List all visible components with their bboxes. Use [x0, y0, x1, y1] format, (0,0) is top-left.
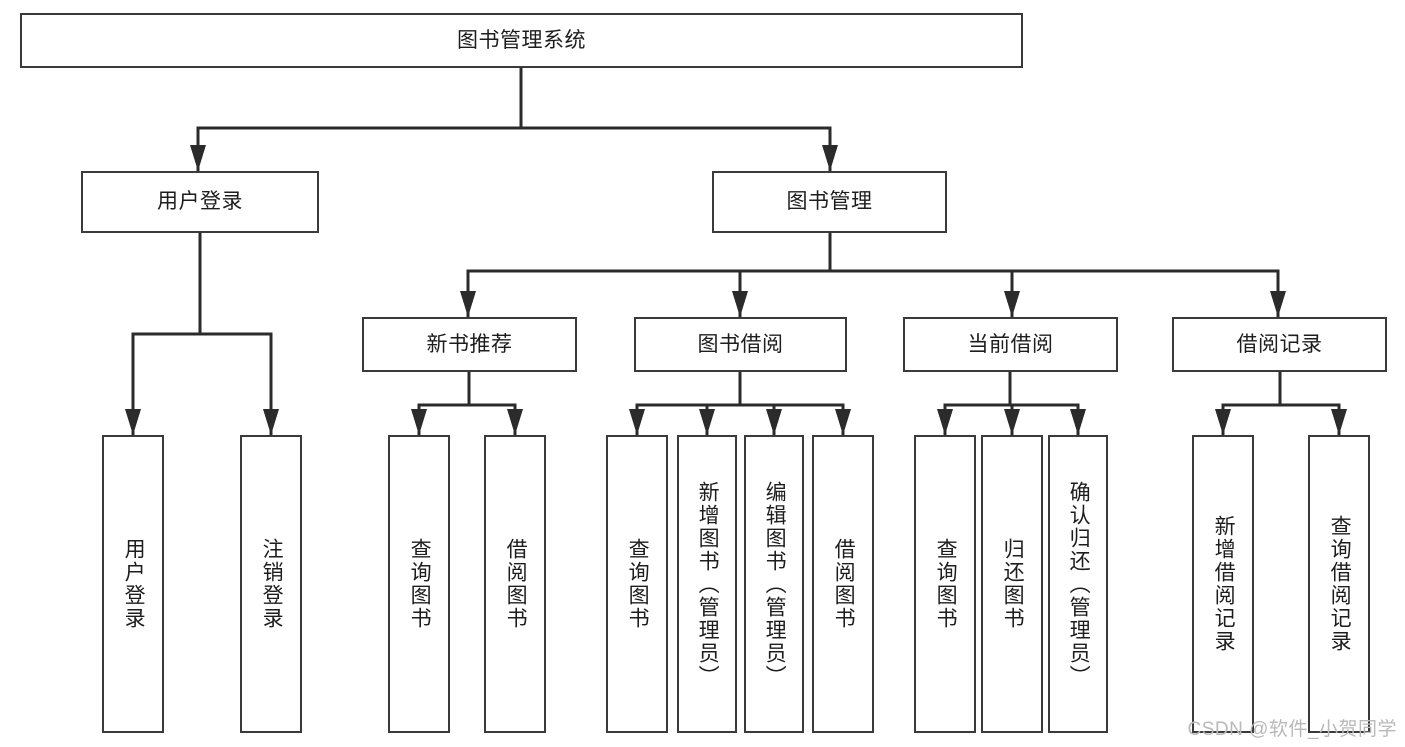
node-label-leaf-borrow-book-2: 借阅图书 — [832, 538, 856, 630]
node-label-leaf-borrow-book-1: 借阅图书 — [504, 538, 528, 630]
node-leaf-query-borrow-record[interactable]: 查询借阅记录 — [1308, 435, 1370, 733]
arrow-head-current-borrow-to-leaves-2 — [1070, 409, 1086, 435]
node-book-borrow[interactable]: 图书借阅 — [634, 317, 847, 372]
node-label-leaf-user-logout: 注销登录 — [260, 538, 284, 630]
node-label-leaf-add-borrow-record: 新增借阅记录 — [1212, 515, 1236, 653]
node-label-user-login: 用户登录 — [157, 190, 243, 214]
node-leaf-add-borrow-record[interactable]: 新增借阅记录 — [1192, 435, 1254, 733]
node-leaf-borrow-book-1[interactable]: 借阅图书 — [484, 435, 546, 733]
arrow-head-book-borrow-to-leaves-1 — [699, 409, 715, 435]
node-leaf-return-book[interactable]: 归还图书 — [981, 435, 1043, 733]
node-leaf-borrow-book-2[interactable]: 借阅图书 — [812, 435, 874, 733]
node-label-current-borrow: 当前借阅 — [967, 332, 1054, 356]
arrow-head-new-book-recommend-to-leaves-1 — [507, 409, 523, 435]
node-leaf-edit-book[interactable]: 编辑图书（管理员） — [744, 435, 804, 733]
arrow-head-new-book-recommend-to-leaves-0 — [411, 409, 427, 435]
node-root[interactable]: 图书管理系统 — [20, 13, 1023, 68]
node-label-leaf-query-book-3: 查询图书 — [934, 538, 958, 630]
node-label-borrow-record: 借阅记录 — [1236, 332, 1323, 356]
node-label-leaf-query-borrow-record: 查询借阅记录 — [1328, 515, 1352, 653]
node-leaf-user-login[interactable]: 用户登录 — [102, 435, 164, 733]
node-label-root: 图书管理系统 — [457, 28, 586, 52]
arrow-head-book-manage-to-level3-1 — [732, 291, 748, 317]
node-label-leaf-query-book-1: 查询图书 — [408, 538, 432, 630]
arrow-head-book-borrow-to-leaves-2 — [766, 409, 782, 435]
node-leaf-confirm-return[interactable]: 确认归还（管理员） — [1048, 435, 1108, 733]
node-label-leaf-add-book: 新增图书（管理员） — [696, 480, 720, 688]
arrow-head-user-login-to-leaves-0 — [125, 409, 141, 435]
arrow-head-book-manage-to-level3-0 — [460, 291, 476, 317]
arrow-head-borrow-record-to-leaves-0 — [1215, 409, 1231, 435]
watermark-text: CSDN @软件_小贺同学 — [1187, 719, 1397, 740]
node-label-leaf-user-login: 用户登录 — [122, 538, 146, 630]
node-borrow-record[interactable]: 借阅记录 — [1172, 317, 1387, 372]
node-leaf-query-book-2[interactable]: 查询图书 — [606, 435, 668, 733]
arrow-head-book-borrow-to-leaves-3 — [835, 409, 851, 435]
node-leaf-query-book-1[interactable]: 查询图书 — [388, 435, 450, 733]
arrow-head-borrow-record-to-leaves-1 — [1331, 409, 1347, 435]
arrow-head-book-manage-to-level3-2 — [1004, 291, 1020, 317]
node-leaf-add-book[interactable]: 新增图书（管理员） — [677, 435, 737, 733]
arrow-head-user-login-to-leaves-1 — [263, 409, 279, 435]
node-leaf-query-book-3[interactable]: 查询图书 — [914, 435, 976, 733]
arrow-head-root-to-level2-1 — [822, 145, 838, 171]
node-label-leaf-return-book: 归还图书 — [1001, 538, 1025, 630]
node-leaf-user-logout[interactable]: 注销登录 — [240, 435, 302, 733]
node-label-leaf-query-book-2: 查询图书 — [626, 538, 650, 630]
node-label-leaf-confirm-return: 确认归还（管理员） — [1067, 480, 1091, 688]
node-current-borrow[interactable]: 当前借阅 — [903, 317, 1118, 372]
node-label-book-manage: 图书管理 — [786, 190, 873, 214]
arrow-head-current-borrow-to-leaves-0 — [937, 409, 953, 435]
node-label-leaf-edit-book: 编辑图书（管理员） — [763, 480, 787, 688]
node-label-new-book-recommend: 新书推荐 — [426, 332, 513, 356]
arrow-head-book-manage-to-level3-3 — [1270, 291, 1286, 317]
arrow-head-current-borrow-to-leaves-1 — [1004, 409, 1020, 435]
node-new-book-recommend[interactable]: 新书推荐 — [362, 317, 577, 372]
node-book-manage[interactable]: 图书管理 — [712, 171, 947, 233]
arrow-head-book-borrow-to-leaves-0 — [629, 409, 645, 435]
node-label-book-borrow: 图书借阅 — [697, 332, 784, 356]
arrow-head-root-to-level2-0 — [190, 145, 206, 171]
node-user-login[interactable]: 用户登录 — [81, 171, 319, 233]
